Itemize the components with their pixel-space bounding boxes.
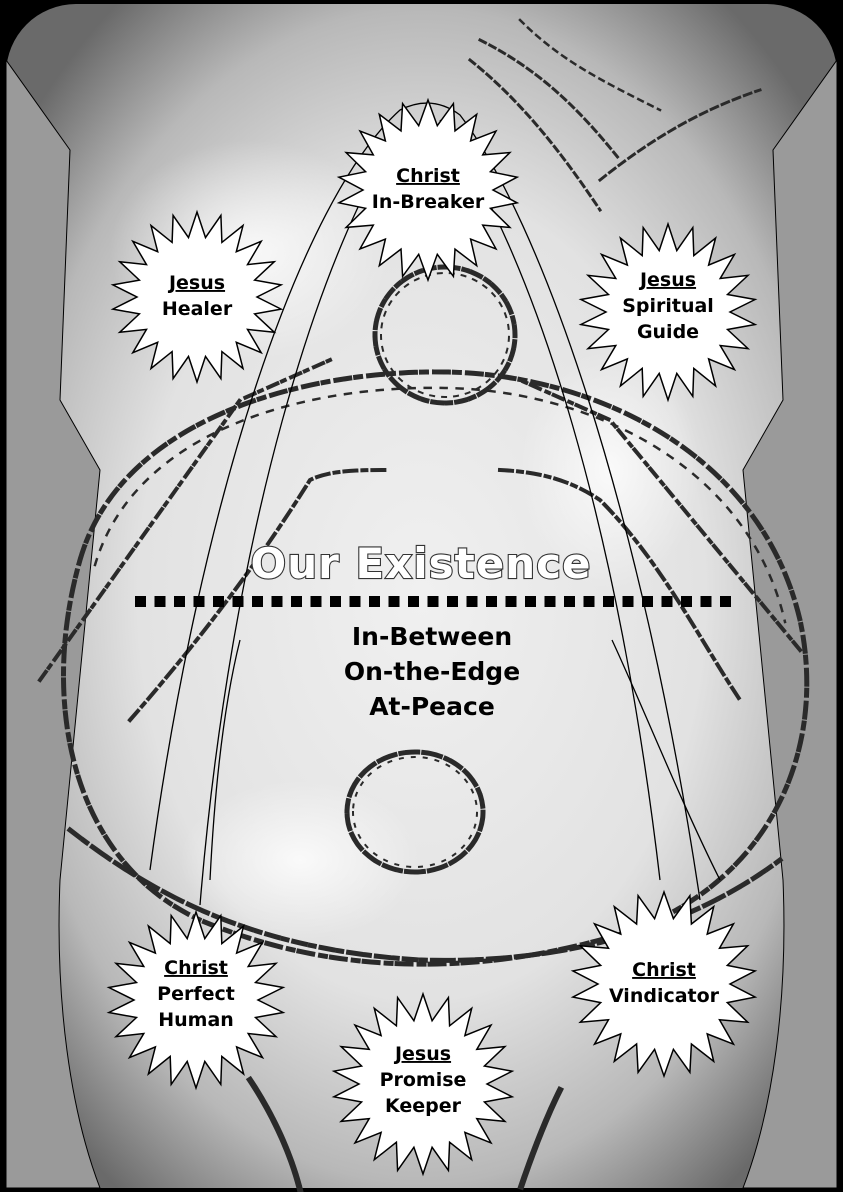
- divider-dot: [701, 596, 712, 607]
- burst-line: Keeper: [385, 1095, 462, 1117]
- divider-dot: [720, 596, 731, 607]
- state-line-3: At-Peace: [369, 692, 495, 721]
- divider-dot: [330, 596, 341, 607]
- burst-head: Jesus: [167, 272, 225, 294]
- state-line-2: On-the-Edge: [344, 657, 520, 686]
- burst-line: In-Breaker: [372, 191, 485, 213]
- divider-dot: [467, 596, 478, 607]
- divider-dot: [252, 596, 263, 607]
- burst-line: Promise: [380, 1069, 467, 1091]
- burst-head: Christ: [632, 959, 696, 981]
- divider-dot: [155, 596, 166, 607]
- divider-dot: [213, 596, 224, 607]
- divider-dot: [623, 596, 634, 607]
- divider-dot: [545, 596, 556, 607]
- burst-head: Jesus: [638, 269, 696, 291]
- divider-dot: [447, 596, 458, 607]
- burst-head: Christ: [396, 165, 460, 187]
- divider-dot: [233, 596, 244, 607]
- main-title: Our Existence: [251, 539, 592, 588]
- divider-dot: [642, 596, 653, 607]
- divider-dot: [311, 596, 322, 607]
- divider-dot: [174, 596, 185, 607]
- burst-line: Vindicator: [609, 985, 720, 1007]
- divider-dot: [428, 596, 439, 607]
- burst-head: Christ: [164, 957, 228, 979]
- divider-dot: [389, 596, 400, 607]
- burst-line: Healer: [162, 298, 233, 320]
- divider-dot: [681, 596, 692, 607]
- divider-dot: [291, 596, 302, 607]
- divider-dot: [194, 596, 205, 607]
- divider-dot: [369, 596, 380, 607]
- divider-dot: [603, 596, 614, 607]
- burst-head: Jesus: [393, 1043, 451, 1065]
- divider-dot: [506, 596, 517, 607]
- state-line-1: In-Between: [352, 622, 512, 651]
- divider-dot: [584, 596, 595, 607]
- divider-dot: [486, 596, 497, 607]
- burst-line: Guide: [637, 321, 699, 343]
- divider-dot: [564, 596, 575, 607]
- divider-dot: [525, 596, 536, 607]
- divider-dot: [408, 596, 419, 607]
- divider-dot: [272, 596, 283, 607]
- divider-dot: [662, 596, 673, 607]
- divider-dot: [350, 596, 361, 607]
- burst-line: Perfect: [157, 983, 235, 1005]
- burst-line: Human: [158, 1009, 234, 1031]
- divider-dot: [135, 596, 146, 607]
- burst-line: Spiritual: [622, 295, 714, 317]
